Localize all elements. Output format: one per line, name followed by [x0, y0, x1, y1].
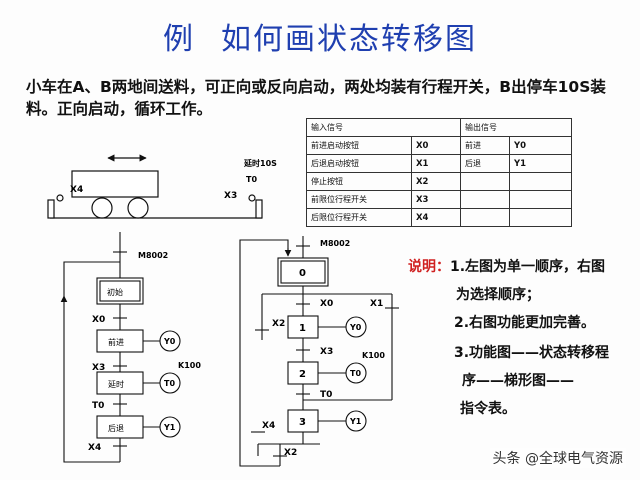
problem-description: 小车在A、B两地间送料，可正向或反向启动，两处均装有行程开关，B出停车10S装料…: [26, 78, 606, 118]
right-step-1-text: 1: [299, 323, 306, 334]
note-line-6: 指令表。: [460, 401, 516, 417]
left-loop-back: [63, 261, 120, 463]
cart-x4-label: X4: [70, 185, 83, 195]
cart-wheel-left: [91, 197, 113, 219]
note-line-5: 序——梯形图——: [462, 373, 574, 389]
table-row: 前进启动按钮 X0 前进 Y0: [306, 136, 572, 155]
cart-body: [71, 170, 159, 198]
note-line-2: 为选择顺序；: [456, 287, 540, 303]
cart-x3-label: X3: [224, 191, 237, 201]
left-output-y0-text: Y0: [163, 337, 176, 346]
left-x3-label: X3: [92, 363, 105, 373]
left-output-y1: [159, 416, 181, 438]
left-x0-label: X0: [92, 315, 105, 325]
left-switch-roller: [56, 194, 64, 202]
right-step-0-inner: [280, 260, 326, 284]
left-step-initial-text: 初始: [107, 287, 123, 297]
title-prefix: 例: [163, 22, 195, 57]
left-step-initial-inner: [99, 280, 141, 302]
cart-timer-label: T0: [246, 175, 257, 184]
output-code: [509, 208, 572, 227]
right-step-2-text: 2: [299, 369, 306, 380]
left-limit-switch: [47, 199, 55, 219]
left-step-delay-text: 延时: [108, 379, 124, 389]
right-x0-label: X0: [320, 299, 333, 309]
page-title: 例如何画状态转移图: [0, 14, 640, 58]
title-main: 如何画状态转移图: [221, 22, 477, 57]
left-step-initial: [96, 277, 144, 305]
right-step-3-text: 3: [299, 417, 306, 428]
table-row: 后限位行程开关 X4: [306, 208, 572, 227]
input-code: X4: [411, 208, 461, 227]
right-output-t0: [345, 362, 367, 384]
left-k100-label: K100: [178, 361, 201, 370]
right-output-y0: [345, 316, 367, 338]
right-m8002-label: M8002: [320, 239, 350, 248]
right-limit-switch: [255, 199, 263, 219]
io-table: 输入信号 输出信号 前进启动按钮 X0 前进 Y0 后退启动按钮 X1 后退 Y…: [306, 118, 572, 227]
right-step-0-text: 0: [299, 268, 306, 279]
right-x2-label-top: X2: [272, 319, 285, 329]
left-output-t0-text: T0: [164, 379, 175, 388]
cart-delay-label: 延时10S: [243, 158, 277, 168]
left-t0-label: T0: [92, 401, 104, 411]
note-line-3: 2.右图功能更加完善。: [454, 315, 596, 331]
left-step-back-text: 后退: [108, 423, 124, 433]
right-output-y0-text: Y0: [349, 323, 362, 332]
left-m8002-label: M8002: [138, 251, 168, 260]
input-name: 后限位行程开关: [306, 208, 412, 227]
note-line-4: 3.功能图——状态转移程: [454, 345, 610, 361]
right-step-0: [277, 257, 329, 287]
right-x2-label-bottom: X2: [284, 448, 297, 458]
cart-wheel-right: [127, 197, 149, 219]
note-text-1: 1.左图为单一顺序，右图: [450, 259, 606, 275]
right-x4-label: X4: [262, 421, 275, 431]
right-switch-roller: [248, 194, 256, 202]
watermark: 头条 @全球电气资源: [489, 448, 626, 468]
right-x1-label: X1: [370, 299, 383, 309]
right-t0-label: T0: [320, 390, 332, 400]
right-x3-label: X3: [320, 347, 333, 357]
left-output-t0: [159, 372, 181, 394]
right-loop-back: [239, 239, 289, 467]
right-output-y1: [345, 410, 367, 432]
cart-illustration: [47, 154, 263, 219]
left-x4-label: X4: [88, 443, 101, 453]
left-step-forward-text: 前进: [108, 337, 124, 347]
left-output-y0: [159, 330, 181, 352]
note-line-1: 说明：1.左图为单一顺序，右图: [408, 258, 605, 276]
left-output-y1-text: Y1: [163, 423, 176, 432]
right-sfc: [239, 236, 399, 467]
right-k100-label: K100: [362, 351, 385, 360]
left-sfc: [60, 232, 181, 463]
right-output-y1-text: Y1: [349, 417, 362, 426]
note-label: 说明：: [408, 259, 450, 275]
right-output-t0-text: T0: [350, 369, 361, 378]
